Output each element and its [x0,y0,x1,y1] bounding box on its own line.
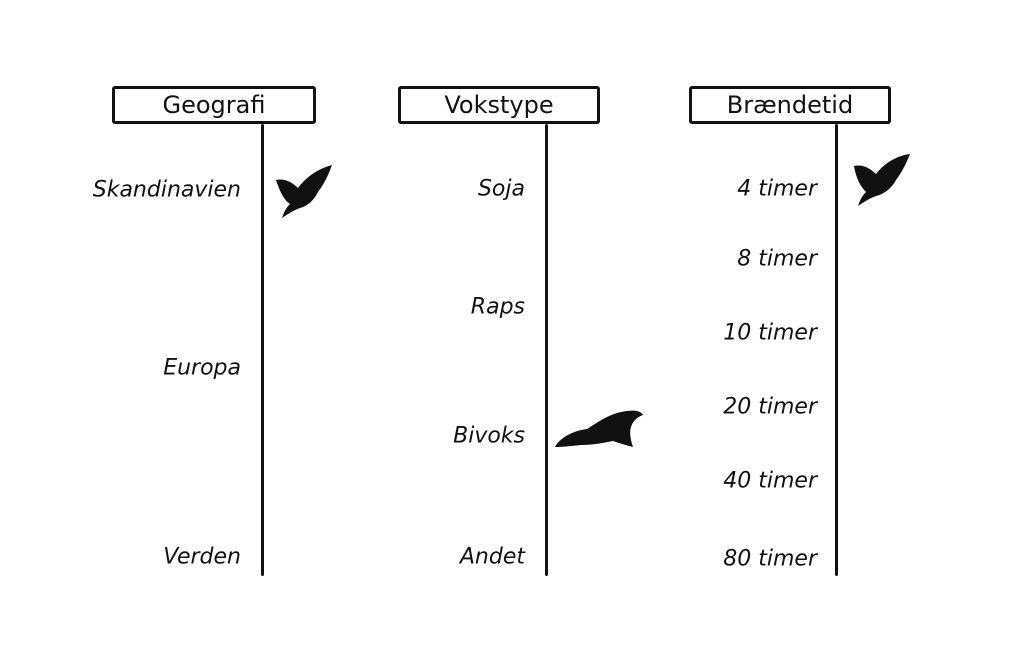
option-label: Soja [477,176,525,202]
column-header: Vokstype [398,86,600,124]
option-label: Raps [470,294,525,320]
bird-icon [854,154,910,206]
column-header: Brændetid [689,86,891,124]
bird-icon [276,165,332,218]
bird-icon [555,410,643,447]
axis-line [545,124,548,576]
option-label: 40 timer [723,468,817,494]
option-label: 80 timer [723,546,817,572]
option-label: 4 timer [737,176,817,202]
option-label: Andet [459,544,525,570]
column-header: Geografi [112,86,316,124]
option-label: 8 timer [737,246,817,272]
option-label: Europa [163,355,241,381]
axis-line [835,124,838,576]
option-label: Skandinavien [92,177,241,203]
option-label: 10 timer [723,320,817,346]
axis-line [261,124,264,576]
option-label: 20 timer [723,394,817,420]
option-label: Verden [163,544,241,570]
option-label: Bivoks [453,423,525,449]
